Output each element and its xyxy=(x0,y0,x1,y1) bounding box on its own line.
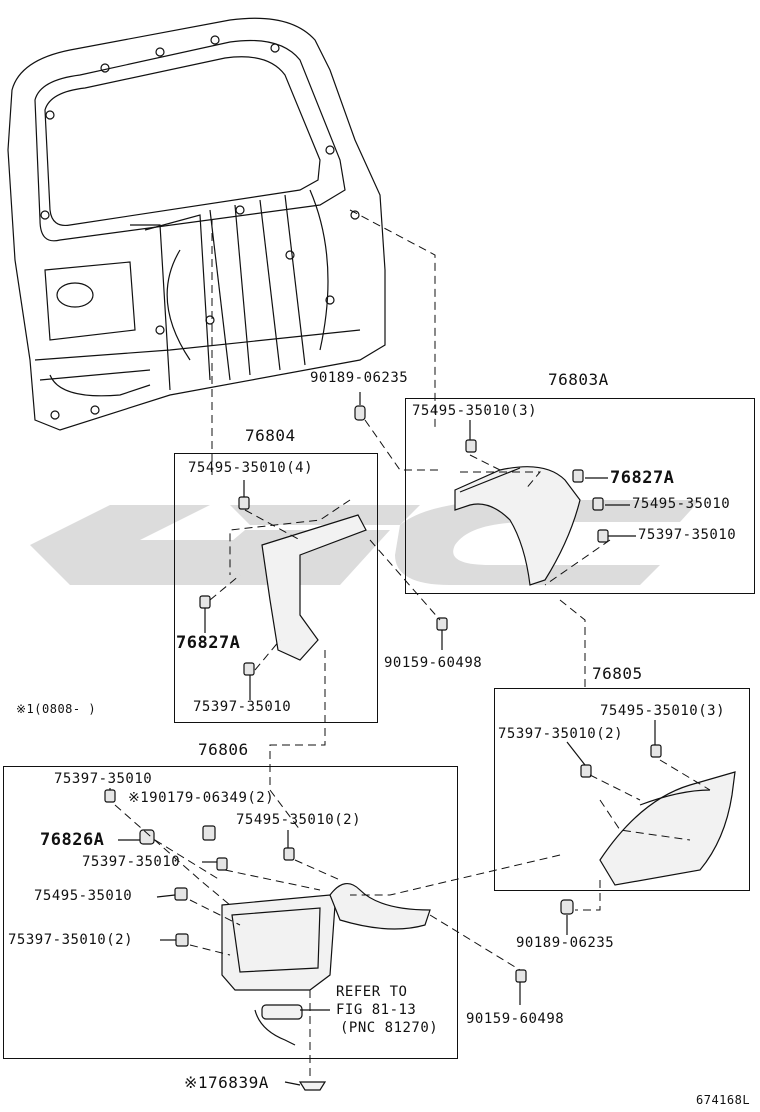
diagram-id: 674168L xyxy=(696,1093,751,1107)
group-title-76805: 76805 xyxy=(592,664,643,683)
part-label-75397-b: 75397-35010 xyxy=(82,854,181,870)
panel-76803A xyxy=(454,466,581,586)
back-door-outline xyxy=(7,17,386,431)
group-box-76804 xyxy=(174,453,378,723)
refer-line-3: (PNC 81270) xyxy=(340,1020,439,1036)
part-label-76826A: 76826A xyxy=(40,830,105,850)
part-label-75397-76804: 75397-35010 xyxy=(193,699,292,715)
part-label-75397-76805: 75397-35010(2) xyxy=(498,726,624,742)
part-label-75495-b: 75495-35010 xyxy=(34,888,133,904)
part-label-90189-top: 90189-06235 xyxy=(310,370,409,386)
part-label-90189-bottom: 90189-06235 xyxy=(516,935,615,951)
panel-76804 xyxy=(261,514,367,661)
part-label-75397-c: 75397-35010(2) xyxy=(8,932,134,948)
group-title-76804: 76804 xyxy=(245,426,296,445)
group-box-76805 xyxy=(494,688,750,891)
part-label-75495-76804: 75495-35010(4) xyxy=(188,460,314,476)
panel-76805 xyxy=(599,771,736,886)
part-label-75397-right: 75397-35010 xyxy=(638,527,737,543)
part-label-76839A: ※176839A xyxy=(184,1073,269,1092)
group-box-76803A xyxy=(405,398,755,594)
group-title-76803A: 76803A xyxy=(548,370,609,389)
part-label-75495-76805: 75495-35010(3) xyxy=(600,703,726,719)
refer-line-2: FIG 81-13 xyxy=(336,1002,417,1018)
part-label-75397-a: 75397-35010 xyxy=(54,771,153,787)
part-label-75495-right: 75495-35010 xyxy=(632,496,731,512)
part-label-76827A-right: 76827A xyxy=(610,468,675,488)
window-opening xyxy=(34,39,346,242)
part-label-76827A-left: 76827A xyxy=(176,633,241,653)
part-label-90159-mid: 90159-60498 xyxy=(384,655,483,671)
note-label: ※1(0808- ) xyxy=(16,702,97,716)
part-label-90159-bottom: 90159-60498 xyxy=(466,1011,565,1027)
group-title-76806: 76806 xyxy=(198,740,249,759)
part-label-75495-76803A: 75495-35010(3) xyxy=(412,403,538,419)
part-label-75495-76806: 75495-35010(2) xyxy=(236,812,362,828)
group-box-76806 xyxy=(3,766,458,1059)
part-label-90179: ※190179-06349(2) xyxy=(128,790,275,806)
refer-line-1: REFER TO xyxy=(336,984,408,1000)
